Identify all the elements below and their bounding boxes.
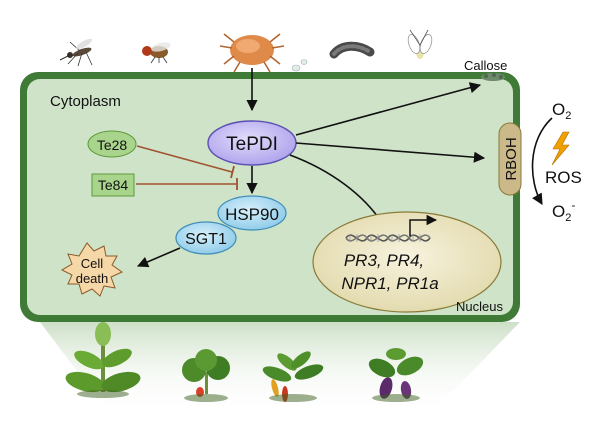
arrow-tepdi-to-callose bbox=[295, 82, 482, 136]
pepper-plant-icon bbox=[262, 351, 324, 402]
rboh-label: RBOH bbox=[503, 137, 520, 180]
arrow-tepdi-to-rboh bbox=[295, 142, 486, 163]
cell-projection-fan bbox=[40, 322, 520, 415]
hsp90-node bbox=[217, 195, 287, 231]
cell-death-burst bbox=[60, 242, 124, 297]
cytoplasm-label: Cytoplasm bbox=[50, 93, 121, 110]
whitefly-icon bbox=[407, 29, 433, 59]
genes-label-line2: NPR1, PR1a bbox=[341, 274, 438, 293]
tepdi-label: TePDI bbox=[226, 134, 278, 155]
callose-deposit-icon bbox=[481, 73, 505, 81]
o2-label: O2 bbox=[552, 100, 571, 122]
dna-helix-icon bbox=[345, 234, 431, 242]
inhibit-te28-to-tepdi-line bbox=[136, 145, 233, 173]
te28-label: Te28 bbox=[97, 137, 128, 153]
transcription-start-arrow bbox=[409, 214, 438, 236]
strawberry-plant-icon bbox=[182, 349, 230, 402]
mosquito-icon bbox=[59, 38, 93, 67]
te84-label: Te84 bbox=[98, 177, 129, 193]
callose-label: Callose bbox=[464, 58, 507, 73]
te28-node bbox=[87, 130, 137, 158]
rboh-node bbox=[498, 122, 522, 196]
te84-node bbox=[91, 173, 135, 197]
caterpillar-icon bbox=[329, 41, 375, 59]
tobacco-plant-icon bbox=[65, 322, 141, 398]
nucleus-label: Nucleus bbox=[456, 299, 503, 314]
sgt1-label: SGT1 bbox=[185, 231, 227, 248]
sgt1-node bbox=[175, 221, 237, 255]
mite-icon bbox=[219, 33, 285, 73]
genes-label-line1: PR3, PR4, bbox=[344, 251, 424, 270]
ros-label: ROS bbox=[545, 168, 582, 187]
eggplant-icon bbox=[368, 348, 424, 402]
nucleus bbox=[312, 211, 502, 313]
arrow-sgt1-to-cell-death bbox=[136, 247, 181, 268]
hsp90-label: HSP90 bbox=[225, 205, 279, 224]
mite-eggs-icon bbox=[291, 59, 308, 72]
cell-death-label-line1: Cell bbox=[81, 256, 104, 271]
inhibit-te28-bar bbox=[230, 165, 235, 179]
arrow-o2-to-superoxide bbox=[531, 117, 553, 205]
fruit-fly-icon bbox=[142, 42, 171, 64]
lightning-bolt-icon bbox=[551, 131, 570, 166]
cell-death-label-line2: death bbox=[76, 271, 109, 286]
superoxide-label: O2- bbox=[552, 198, 575, 224]
